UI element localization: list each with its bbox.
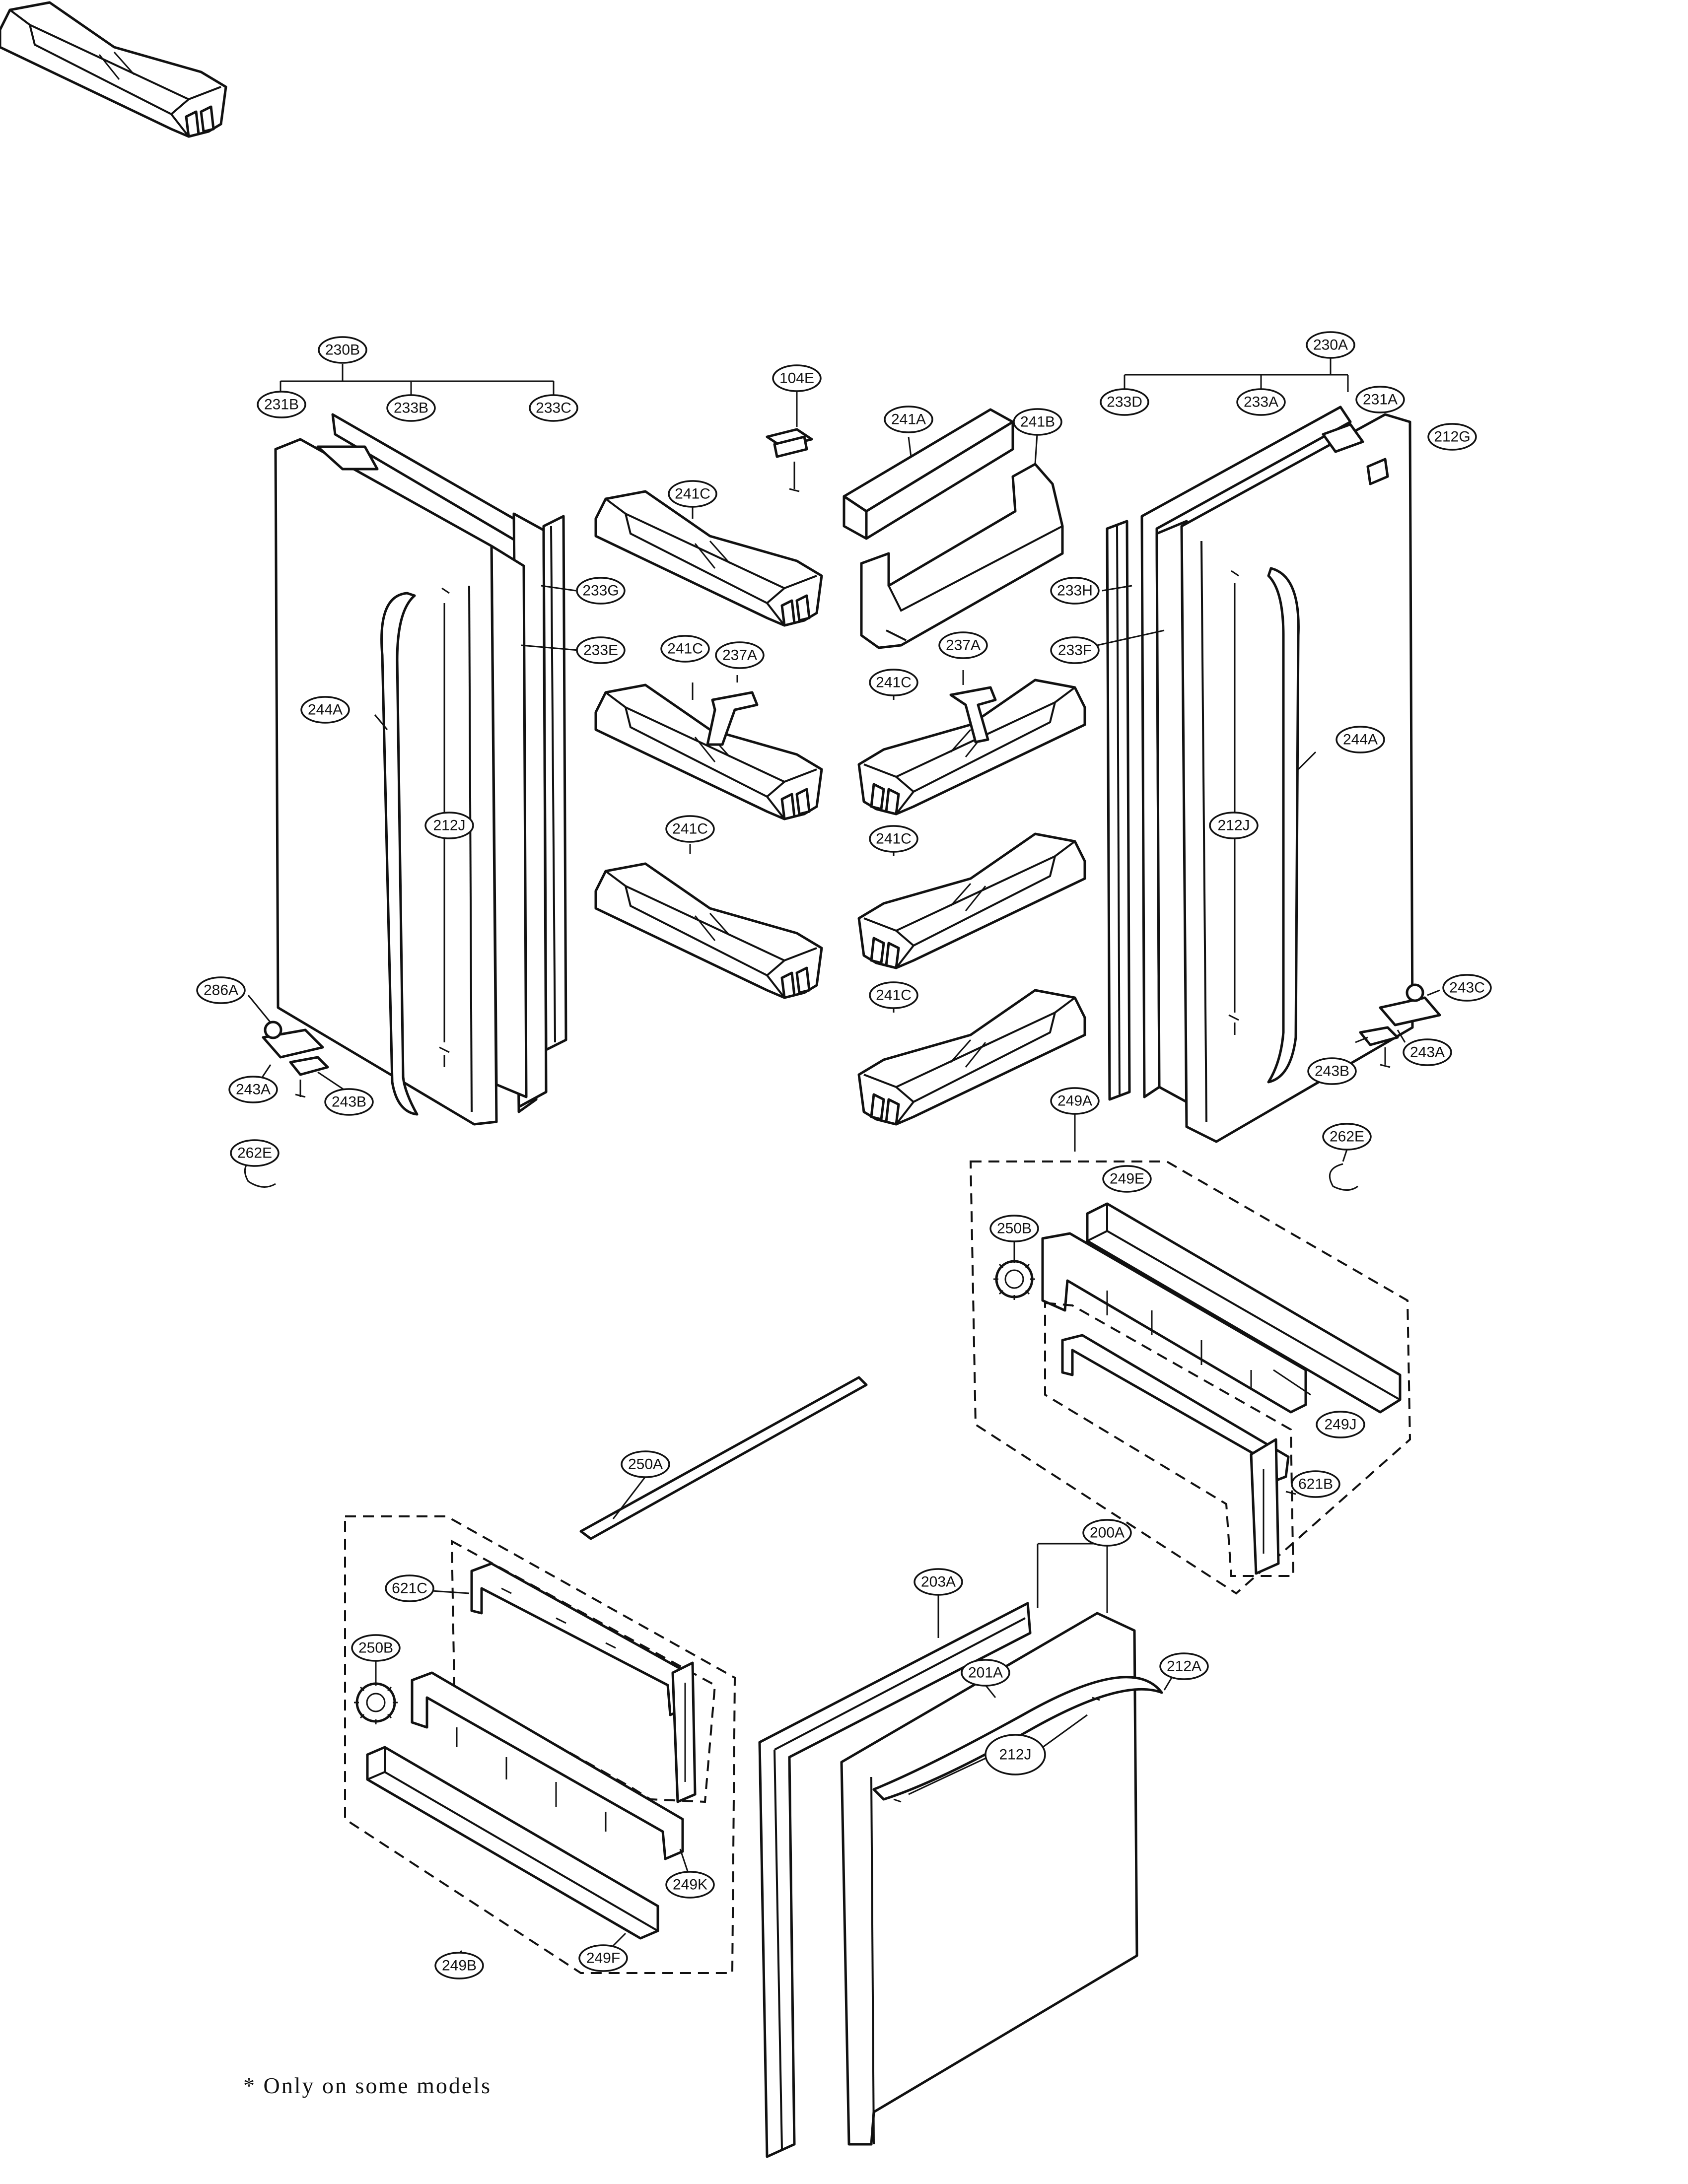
callout-621B: 621B: [1298, 1476, 1333, 1493]
drawer-front: [840, 1612, 1138, 2146]
callout-233D: 233D: [1107, 394, 1142, 410]
left-hinge-bushing: [289, 1056, 329, 1076]
callout-203A: 203A: [921, 1574, 956, 1590]
callout-621C: 621C: [392, 1580, 427, 1597]
callout-237A-right: 237A: [946, 637, 981, 654]
left-rail-end-plate: [671, 1661, 697, 1803]
left-door-assembly: [244, 364, 579, 1188]
callout-250B-right: 250B: [997, 1221, 1032, 1237]
callout-233B: 233B: [394, 400, 428, 416]
callout-212J-left: 212J: [433, 818, 465, 834]
callout-262E-right: 262E: [1330, 1129, 1364, 1145]
callout-237A-left: 237A: [722, 647, 757, 664]
callout-244A-left: 244A: [308, 702, 343, 718]
footnote: * Only on some models: [243, 2073, 492, 2098]
callout-212J-right: 212J: [1217, 818, 1250, 834]
left-trim-strip: [542, 515, 567, 1051]
callout-201A: 201A: [968, 1665, 1003, 1681]
left-rail-bracket: [411, 1671, 684, 1860]
callout-241C-3: 241C: [672, 821, 708, 837]
callout-250A: 250A: [628, 1456, 663, 1473]
callout-230A: 230A: [1313, 337, 1348, 353]
callout-262E-left: 262E: [237, 1145, 272, 1161]
left-drawer-rail: [366, 1746, 659, 1940]
callout-241A: 241A: [891, 411, 926, 428]
callout-233F: 233F: [1058, 642, 1092, 659]
door-bin: [0, 1, 227, 138]
right-door-top-cap: [1322, 423, 1364, 453]
callout-231A: 231A: [1363, 392, 1398, 408]
callout-212A: 212A: [1167, 1658, 1201, 1675]
callout-250B-left: 250B: [358, 1640, 393, 1656]
callout-233E: 233E: [583, 642, 618, 659]
rail-assembly-right: [969, 1112, 1411, 1595]
callout-243A-left: 243A: [236, 1082, 271, 1098]
callout-212J-bottom: 212J: [999, 1747, 1031, 1763]
door-bin-1: [596, 491, 822, 625]
callout-249K: 249K: [673, 1877, 707, 1893]
callout-241C-5: 241C: [876, 831, 912, 847]
door-bins: [0, 1, 1085, 1124]
callout-243B-right: 243B: [1315, 1063, 1349, 1080]
callout-249E: 249E: [1110, 1171, 1144, 1187]
rail-assembly-right-inner-outline: [1044, 1301, 1295, 1577]
callout-200A: 200A: [1090, 1525, 1125, 1541]
callout-243C: 243C: [1449, 980, 1485, 996]
callout-233G: 233G: [582, 583, 619, 599]
door-bin-3: [596, 864, 822, 998]
callout-249J: 249J: [1324, 1417, 1356, 1433]
callout-286A: 286A: [204, 982, 238, 999]
callout-241C-2: 241C: [667, 641, 703, 657]
right-hinge-bushing: [1359, 1026, 1399, 1046]
callout-243B-left: 243B: [332, 1094, 366, 1110]
callout-241C-4: 241C: [876, 675, 912, 691]
right-hinge-plate: [1379, 996, 1441, 1026]
callouts: 230B 231B 233B 233C 233G 233E 244A 212J …: [196, 331, 1492, 1979]
rail-assembly-left: [344, 1515, 736, 1974]
callout-243A-right: 243A: [1410, 1044, 1445, 1061]
right-gasket: [1140, 406, 1352, 1098]
right-door-handle: [1267, 567, 1300, 1084]
callout-249A: 249A: [1057, 1093, 1092, 1109]
left-door-handle: [380, 592, 419, 1116]
callout-233A: 233A: [1244, 394, 1278, 410]
callout-231B: 231B: [264, 397, 299, 413]
callout-212G: 212G: [1434, 429, 1470, 445]
callout-244A-right: 244A: [1343, 732, 1378, 748]
callout-241B: 241B: [1020, 414, 1055, 430]
right-door-assembly: [1097, 357, 1441, 1191]
drawer-gasket: [758, 1602, 1032, 2158]
crossbar: [579, 1376, 868, 1540]
leader-230B: [280, 364, 555, 397]
right-door-label: [1366, 458, 1389, 485]
callout-241C-1: 241C: [675, 486, 710, 502]
freezer-drawer: [758, 1543, 1173, 2158]
callout-233C: 233C: [536, 400, 571, 416]
door-bin-5: [859, 834, 1085, 968]
callout-241C-6: 241C: [876, 987, 912, 1004]
drawer-handle: [872, 1676, 1163, 1801]
right-clip: [1329, 1163, 1358, 1191]
left-door-top-cap: [316, 445, 379, 471]
bin-divider-left: [706, 691, 759, 746]
bin-divider-right: [949, 686, 997, 744]
right-rail-end-plate: [1250, 1438, 1280, 1575]
callout-230B: 230B: [325, 342, 360, 358]
callout-249F: 249F: [586, 1950, 620, 1967]
callout-249B: 249B: [442, 1958, 477, 1974]
callout-104E: 104E: [779, 370, 814, 387]
callout-233H: 233H: [1057, 583, 1093, 599]
door-bin-2: [596, 685, 822, 819]
drawer-crossbar: [579, 1376, 868, 1540]
left-inner-rail: [470, 1562, 689, 1716]
rail-assembly-right-outline: [969, 1160, 1411, 1595]
